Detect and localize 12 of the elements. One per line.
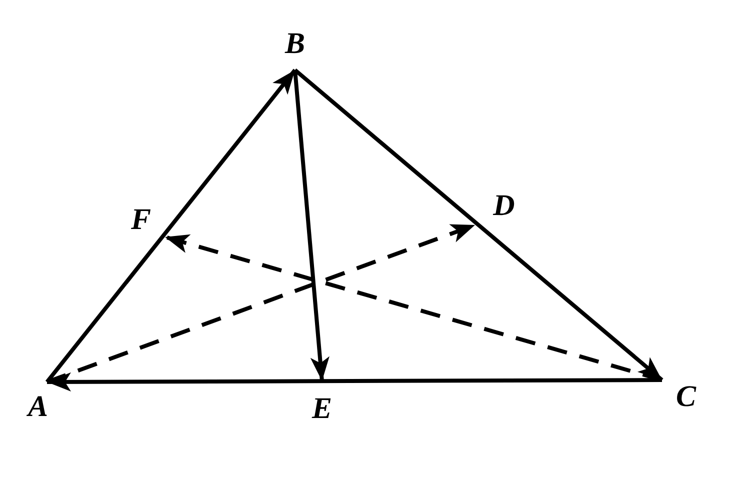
dashed-arrow xyxy=(164,234,663,382)
arrow xyxy=(294,68,664,382)
dashed-arrow xyxy=(46,223,476,384)
point-label: A xyxy=(28,392,48,422)
point-label: E xyxy=(312,394,332,424)
arrow xyxy=(293,70,330,382)
point-label: F xyxy=(131,205,151,235)
point-label: D xyxy=(493,191,515,221)
point-label: C xyxy=(676,382,696,412)
point-label: B xyxy=(285,29,305,59)
arrow xyxy=(45,68,297,384)
arrow xyxy=(47,372,662,392)
